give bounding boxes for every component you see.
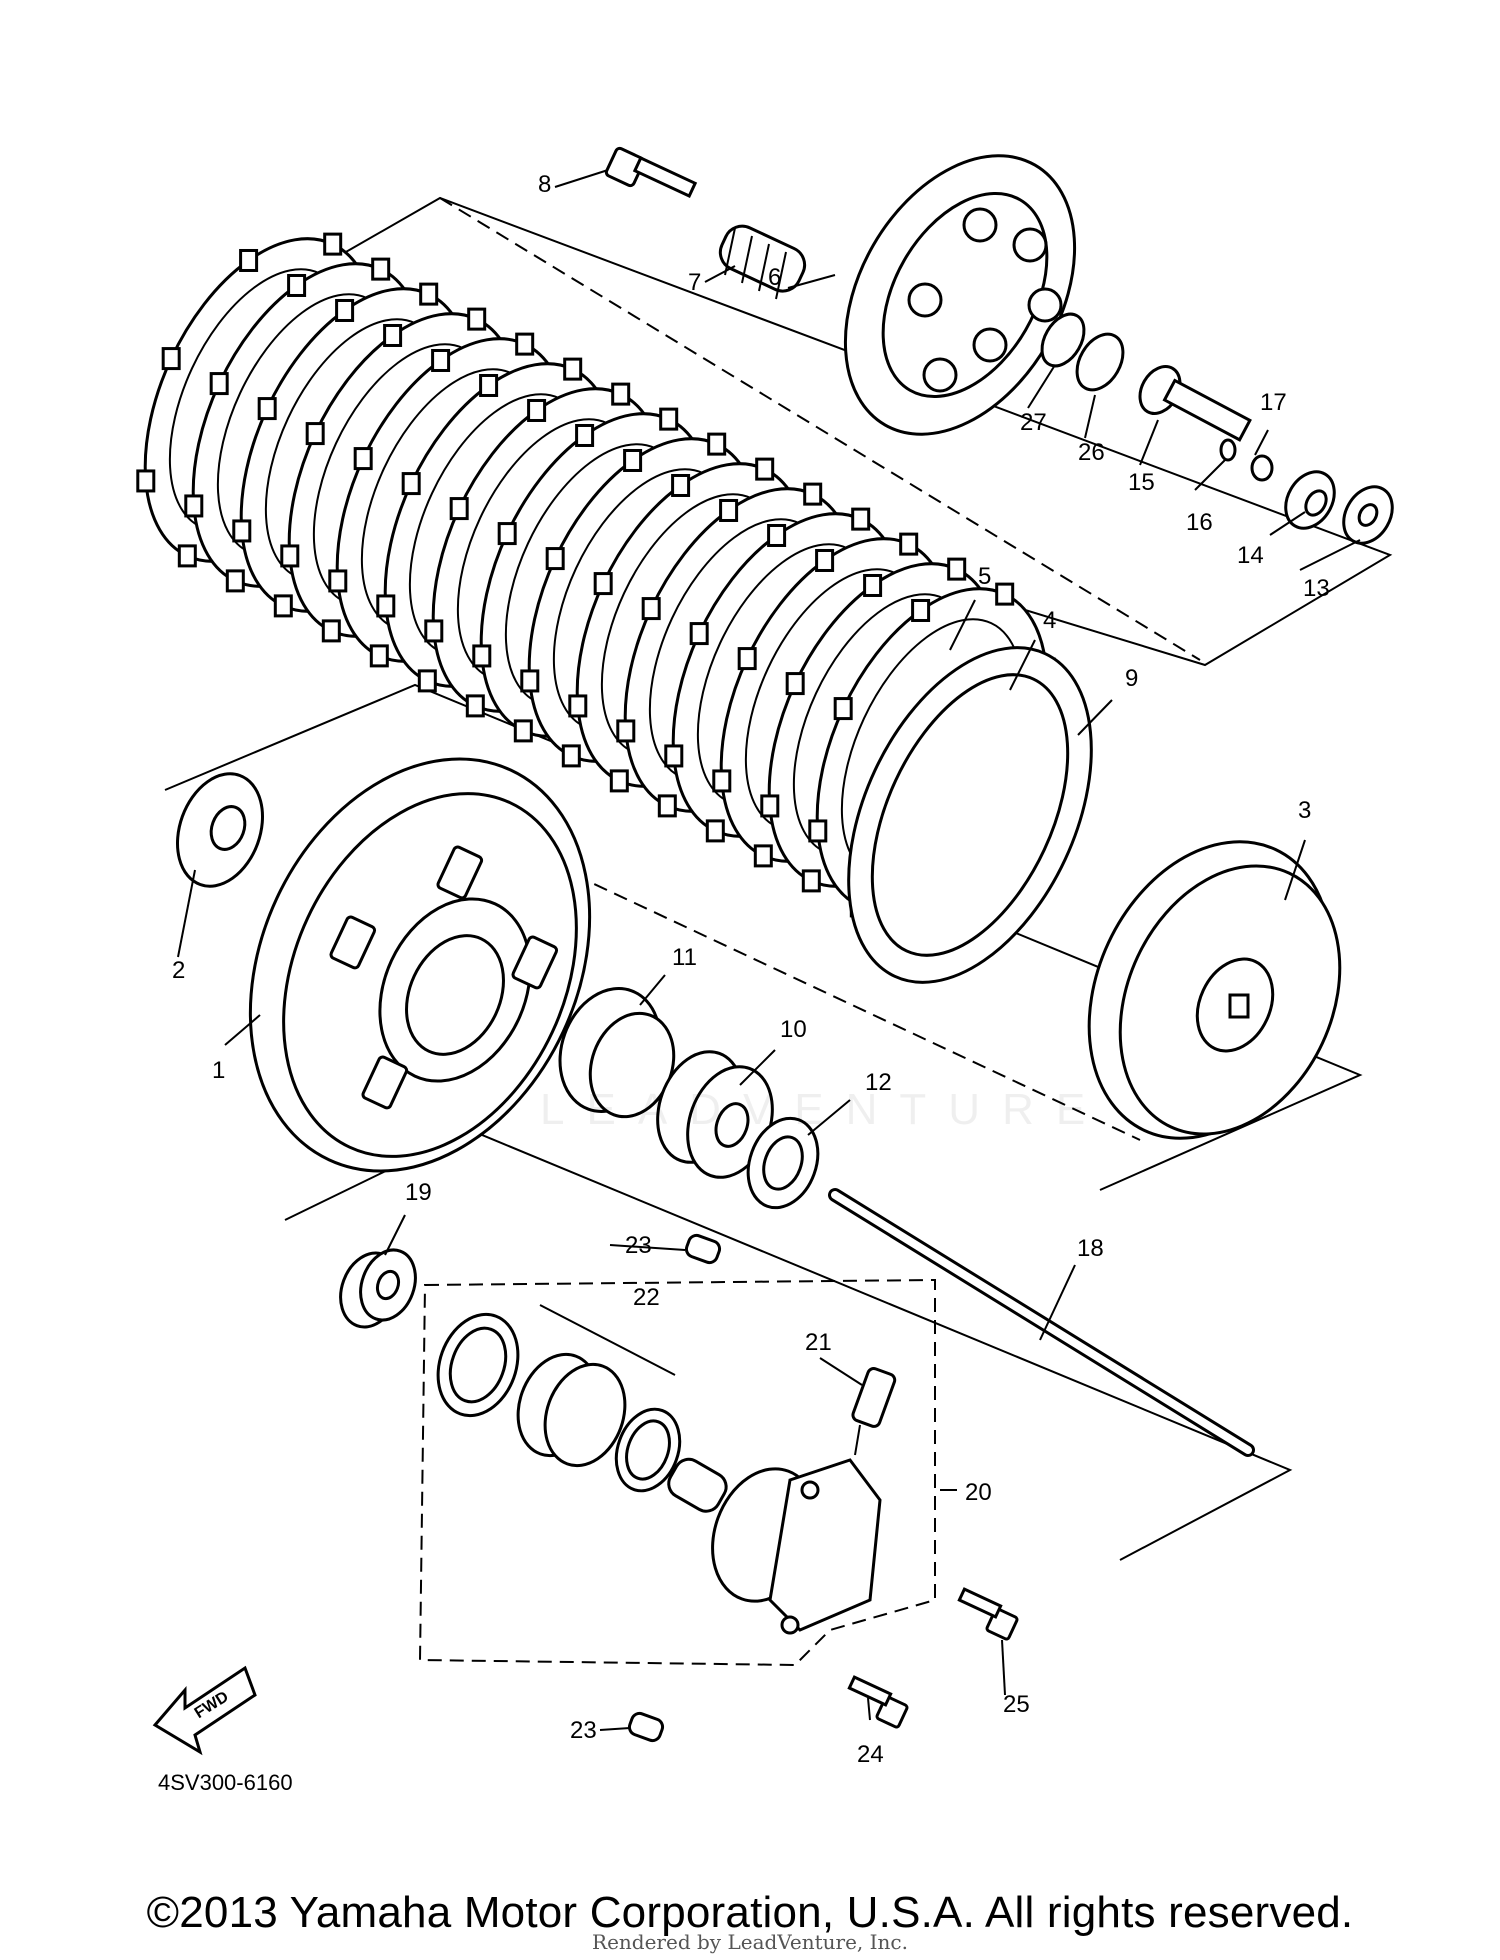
- callout-23: 23: [625, 1232, 652, 1259]
- washer-27: [1040, 312, 1086, 368]
- lock-washer-13: [1342, 485, 1394, 545]
- callout-1: 1: [212, 1057, 225, 1084]
- callout-16: 16: [1186, 509, 1213, 536]
- callout-21: 21: [805, 1329, 832, 1356]
- callout-17: 17: [1260, 389, 1287, 416]
- callout-5: 5: [978, 563, 991, 590]
- bolt-24: [847, 1675, 909, 1729]
- callout-25: 25: [1003, 1691, 1030, 1718]
- diagram-code: 4SV300-6160: [158, 1770, 293, 1795]
- release-cylinder-20: [711, 1458, 882, 1635]
- clutch-spring: [718, 224, 807, 300]
- callout-14: 14: [1237, 542, 1264, 569]
- callout-18: 18: [1077, 1235, 1104, 1262]
- clutch-boss-3: [1087, 840, 1342, 1140]
- callout-13: 13: [1303, 575, 1330, 602]
- bleed-screw-21: [851, 1367, 897, 1456]
- dowel-23-bottom: [627, 1711, 665, 1743]
- thrust-washer-2: [175, 772, 265, 888]
- needle-bearing-11: [558, 987, 676, 1119]
- callout-9: 9: [1125, 665, 1138, 692]
- callout-22: 22: [633, 1284, 660, 1311]
- callout-23: 23: [570, 1717, 597, 1744]
- copyright-text: ©2013 Yamaha Motor Corporation, U.S.A. A…: [146, 1888, 1354, 1937]
- callout-3: 3: [1298, 797, 1311, 824]
- callout-26: 26: [1078, 439, 1105, 466]
- leader-lines: [177, 169, 1361, 1731]
- oil-seal-19: [339, 1248, 417, 1329]
- callout-2: 2: [172, 957, 185, 984]
- callout-12: 12: [865, 1069, 892, 1096]
- callout-7: 7: [688, 269, 701, 296]
- release-cylinder-box: [418, 1278, 936, 1667]
- push-rod-15: [1138, 365, 1252, 442]
- ball-17: [1250, 454, 1274, 482]
- nut-14: [1284, 470, 1336, 530]
- oring-16: [1219, 438, 1237, 462]
- fwd-arrow-icon: FWD: [152, 1665, 257, 1756]
- clutch-housing: [248, 757, 592, 1173]
- callout-20: 20: [965, 1479, 992, 1506]
- plate-stack-centerline: [439, 197, 1201, 661]
- push-rod-18: [828, 1188, 1255, 1457]
- rendered-by-text: Rendered by LeadVenture, Inc.: [592, 1930, 908, 1954]
- friction-plate-9: [847, 646, 1093, 984]
- dowel-23-top: [684, 1233, 722, 1265]
- pushrod-outline: [284, 1128, 1293, 1561]
- callout-27: 27: [1020, 409, 1047, 436]
- bearing-26: [1075, 332, 1125, 392]
- callout-numbers: 1234567891011121314151617181920212223232…: [172, 171, 1330, 1768]
- callout-19: 19: [405, 1179, 432, 1206]
- callout-4: 4: [1043, 607, 1056, 634]
- callout-11: 11: [672, 944, 697, 971]
- watermark-text: LEADVENTURE: [540, 1085, 1108, 1134]
- pressure-plate: [843, 154, 1077, 436]
- bolt-25: [957, 1587, 1019, 1641]
- washer-12: [746, 1116, 820, 1210]
- callout-15: 15: [1128, 469, 1155, 496]
- cylinder-kit-22: [436, 1312, 728, 1513]
- bolt-8: [604, 146, 698, 199]
- callout-24: 24: [857, 1741, 884, 1768]
- callout-10: 10: [780, 1016, 807, 1043]
- callout-8: 8: [538, 171, 551, 198]
- callout-6: 6: [768, 264, 781, 291]
